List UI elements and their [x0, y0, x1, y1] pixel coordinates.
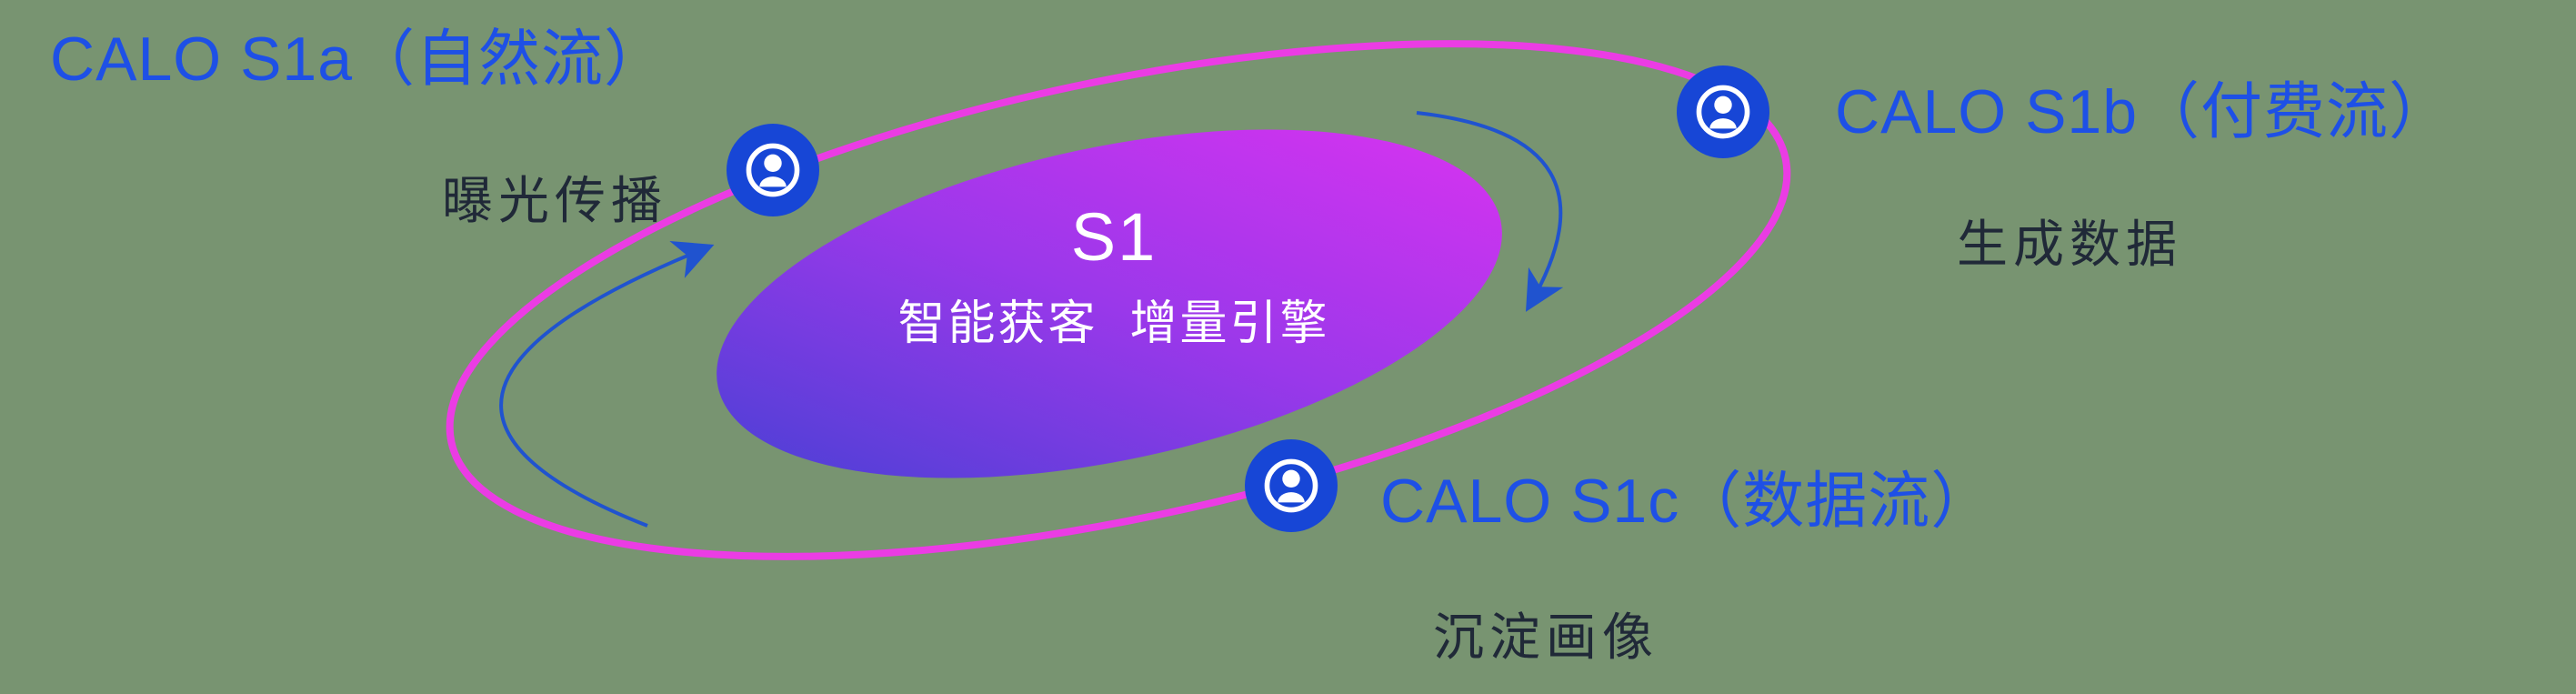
user-in-circle-icon	[727, 124, 819, 216]
node-s1b	[1677, 65, 1769, 158]
orbit-ring	[446, 40, 1791, 560]
node-s1c	[1245, 439, 1338, 532]
label-s1b-title: CALO S1b（付费流）	[1835, 77, 2452, 146]
label-s1c-title: CALO S1c（数据流）	[1380, 467, 1994, 536]
core-label-group: S1 智能获客 增量引擎	[841, 200, 1387, 353]
label-s1c-subtitle: 沉淀画像	[1433, 609, 1659, 666]
arrow-right-icon	[1416, 111, 1564, 312]
core-subtitle: 智能获客 增量引擎	[897, 297, 1330, 351]
user-in-circle-icon	[1677, 65, 1769, 158]
node-s1a	[727, 124, 819, 216]
label-s1a-subtitle: 曝光传播	[442, 172, 667, 229]
label-s1a-title: CALO S1a（自然流）	[50, 25, 667, 94]
user-in-circle-icon	[1245, 439, 1338, 532]
core-title: S1	[1070, 199, 1158, 275]
core-ellipse	[717, 129, 1502, 478]
label-s1b-subtitle: 生成数据	[1957, 216, 2182, 273]
arrow-left-icon	[499, 241, 715, 528]
